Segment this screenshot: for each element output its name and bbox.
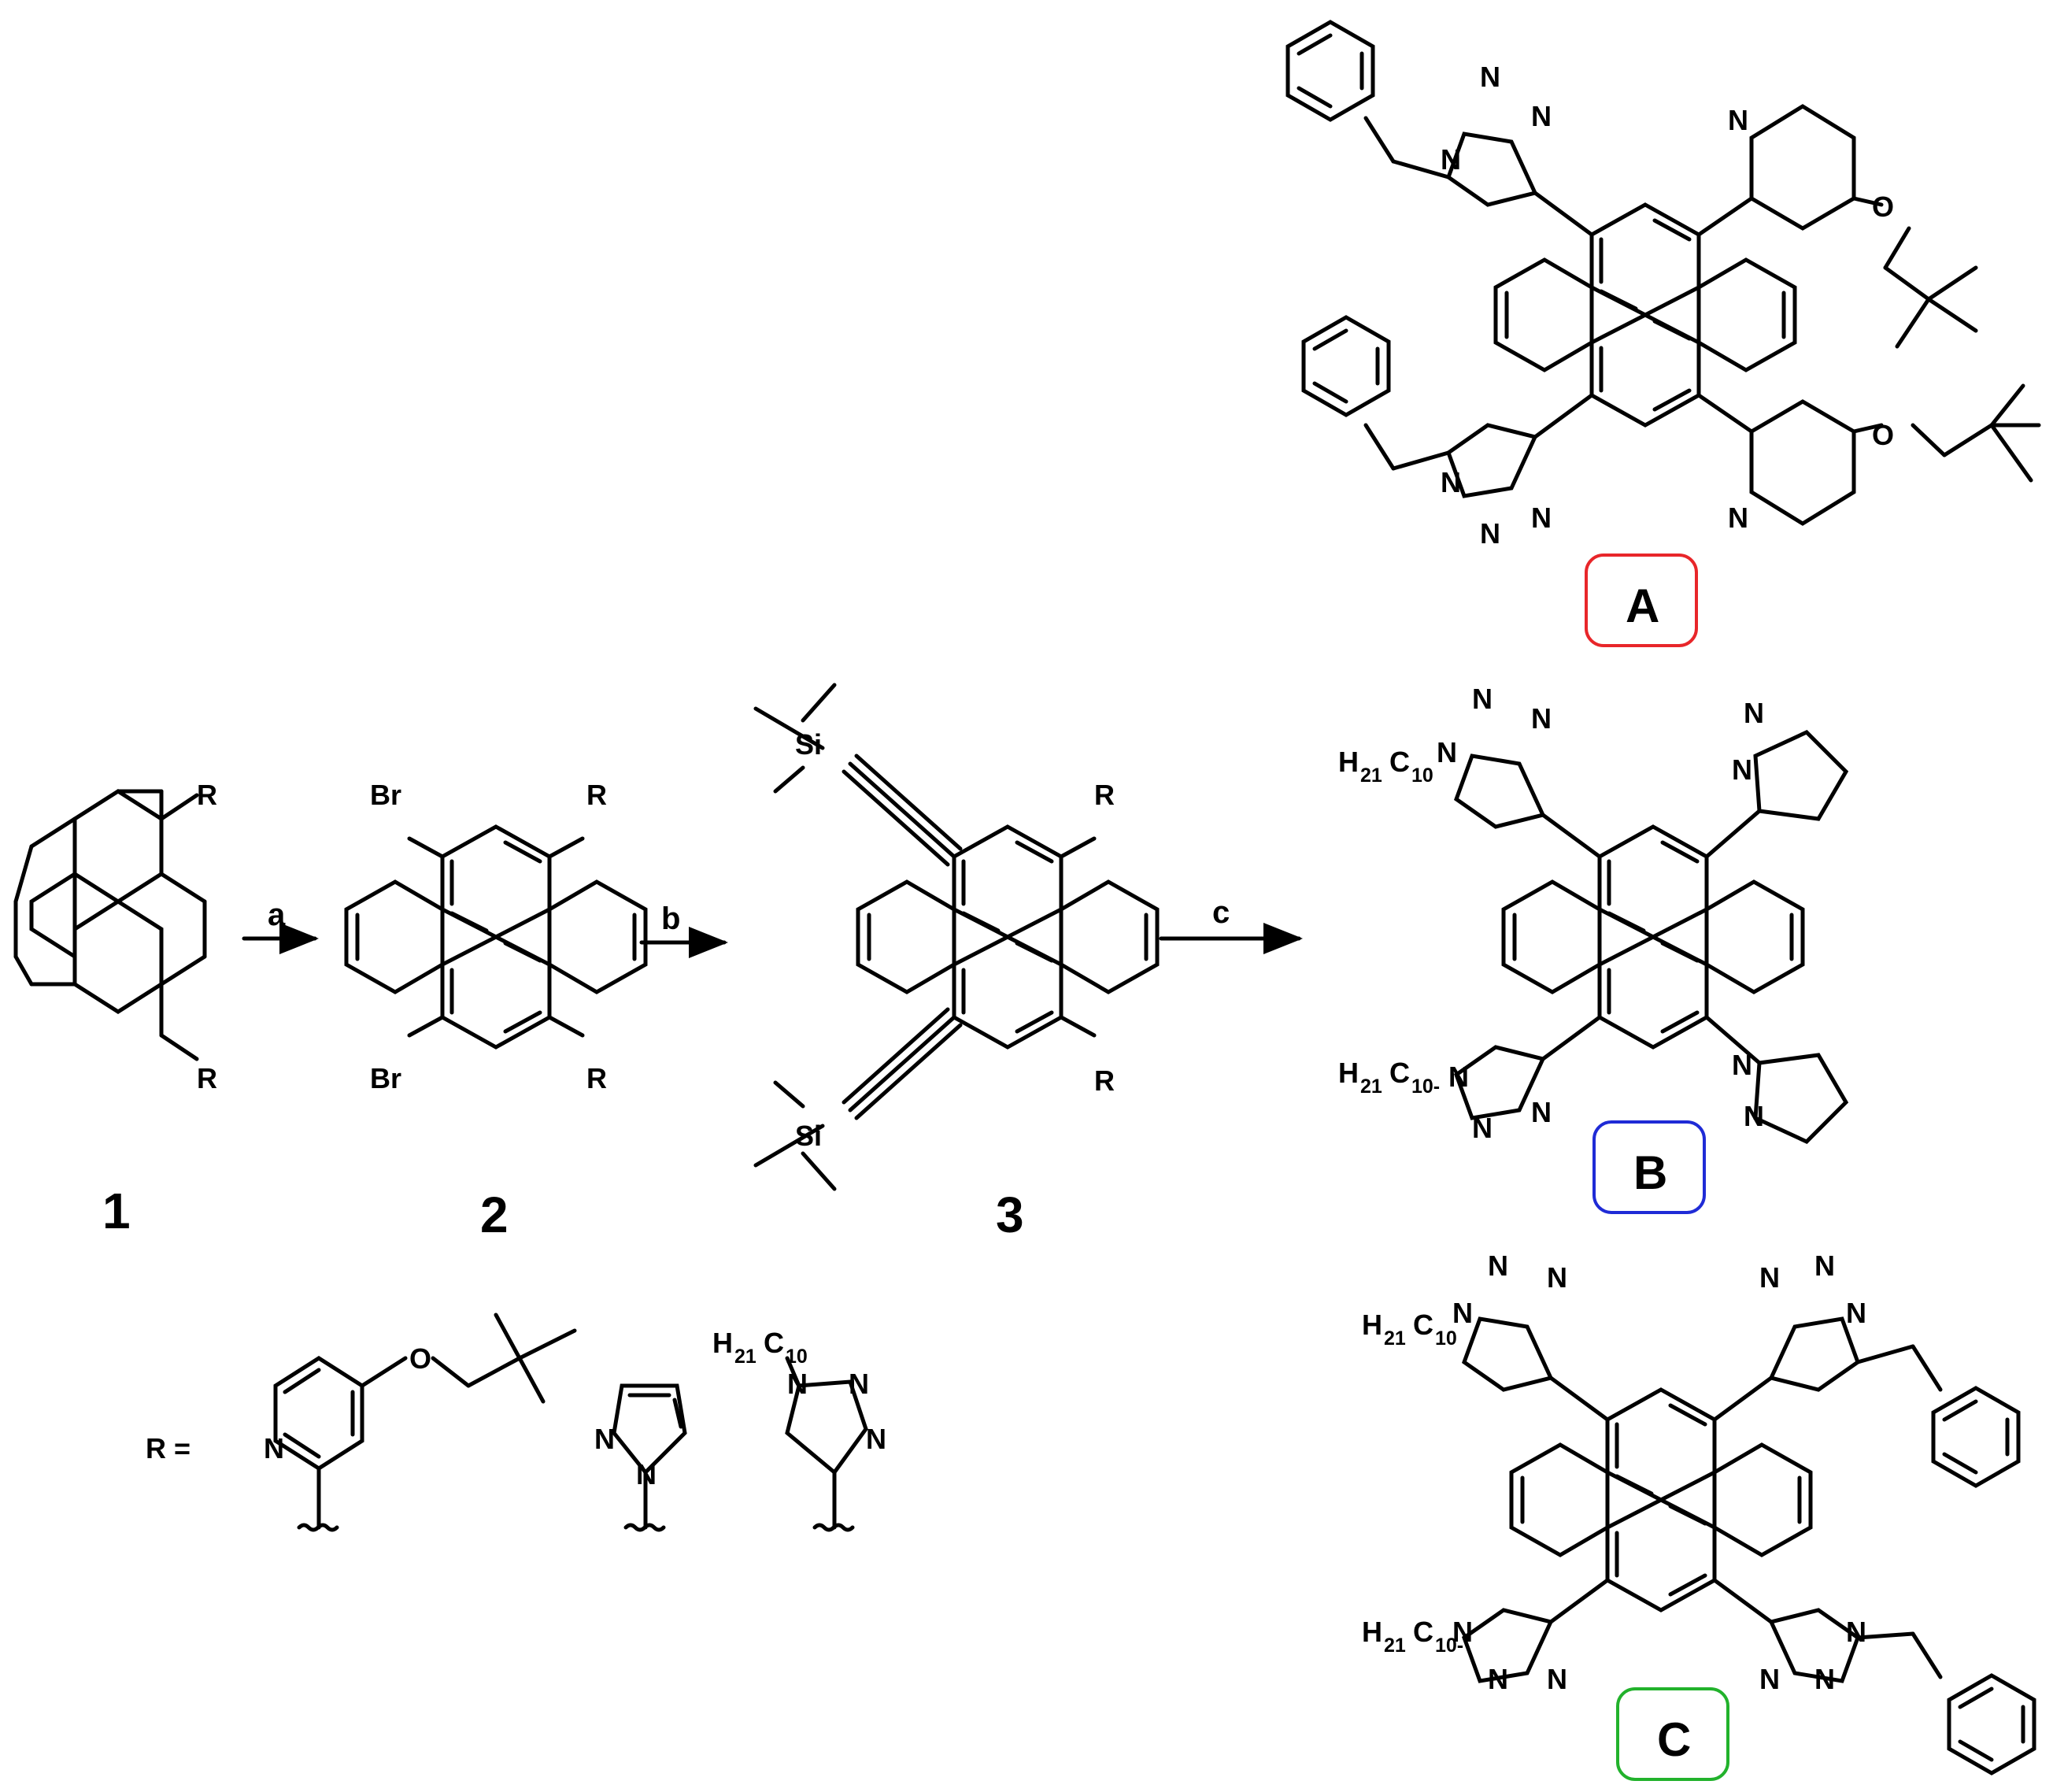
product-b-label: B xyxy=(1633,1146,1667,1199)
product-b-structure xyxy=(1453,729,1849,1145)
svg-text:C: C xyxy=(1413,1309,1433,1341)
r-group-decyl-triazolyl xyxy=(785,1356,868,1532)
bromine-label: Br xyxy=(370,1062,401,1094)
nitrogen-label: N xyxy=(1441,143,1461,176)
nitrogen-label: N xyxy=(1728,104,1748,136)
svg-text:21: 21 xyxy=(1384,1635,1406,1657)
nitrogen-label: N xyxy=(1480,517,1500,550)
nitrogen-label: N xyxy=(1846,1616,1866,1648)
product-a-box xyxy=(1585,554,1698,647)
compound-1-structure: R R xyxy=(13,779,217,1094)
nitrogen-label: N xyxy=(849,1368,869,1400)
nitrogen-label: N xyxy=(1437,736,1457,768)
r-label: R xyxy=(586,779,607,811)
oxygen-label: O xyxy=(1872,419,1894,451)
nitrogen-label: N xyxy=(1728,502,1748,534)
nitrogen-label: N xyxy=(866,1423,886,1455)
nitrogen-label: N xyxy=(1441,466,1461,498)
svg-text:C: C xyxy=(1389,1057,1410,1089)
nitrogen-label: N xyxy=(1732,753,1752,786)
nitrogen-label: N xyxy=(1472,1112,1493,1144)
nitrogen-label: N xyxy=(1814,1250,1835,1282)
nitrogen-label: N xyxy=(1452,1297,1473,1329)
svg-text:C: C xyxy=(764,1327,784,1359)
decyl-substituent-label: H 21 C 10 xyxy=(1362,1309,1457,1350)
bromine-label: Br xyxy=(370,779,401,811)
product-c-box xyxy=(1616,1687,1729,1781)
product-b-box xyxy=(1592,1120,1706,1214)
svg-text:10-: 10- xyxy=(1435,1635,1463,1657)
silicon-label: Si xyxy=(795,728,822,761)
svg-text:10-: 10- xyxy=(1411,1076,1440,1098)
nitrogen-label: N xyxy=(1531,100,1552,132)
nitrogen-label: N xyxy=(636,1458,657,1490)
step-label-a: a xyxy=(268,898,286,932)
nitrogen-label: N xyxy=(1448,1061,1469,1093)
r-label: R xyxy=(1094,779,1115,811)
nitrogen-label: N xyxy=(1759,1663,1780,1695)
nitrogen-label: N xyxy=(787,1368,808,1400)
nitrogen-label: N xyxy=(1547,1261,1567,1294)
decyl-substituent-label: H 21 C 10 xyxy=(712,1327,808,1368)
compound-2-structure xyxy=(346,827,645,1047)
product-a-structure xyxy=(1288,22,2041,526)
decyl-substituent-label: H 21 C 10 xyxy=(1338,746,1433,787)
svg-text:H: H xyxy=(1362,1309,1382,1341)
svg-text:21: 21 xyxy=(1360,1076,1382,1098)
oxygen-label: O xyxy=(409,1342,431,1375)
nitrogen-label: N xyxy=(1846,1297,1866,1329)
product-c-label: C xyxy=(1657,1713,1691,1766)
step-label-b: b xyxy=(661,902,680,936)
svg-text:H: H xyxy=(1338,1057,1359,1089)
compound-3-structure xyxy=(753,683,1157,1191)
compound-number-1: 1 xyxy=(102,1183,131,1239)
nitrogen-label: N xyxy=(1488,1250,1508,1282)
svg-text:H: H xyxy=(1362,1616,1382,1648)
svg-text:H: H xyxy=(1338,746,1359,778)
r-group-pyrazolyl xyxy=(612,1383,687,1532)
r-group-pyridyl-neopentyloxy xyxy=(273,1313,577,1532)
nitrogen-label: N xyxy=(1759,1261,1780,1294)
decyl-substituent-label: H 21 C 10- xyxy=(1362,1616,1463,1657)
oxygen-label: O xyxy=(1872,191,1894,223)
nitrogen-label: N xyxy=(1531,1096,1552,1128)
svg-text:10: 10 xyxy=(786,1346,808,1368)
nitrogen-label: N xyxy=(1814,1663,1835,1695)
product-a-label: A xyxy=(1626,579,1659,632)
svg-text:C: C xyxy=(1389,746,1410,778)
nitrogen-label: N xyxy=(594,1423,615,1455)
decyl-substituent-label: H 21 C 10- xyxy=(1338,1057,1440,1098)
svg-text:C: C xyxy=(1413,1616,1433,1648)
compound-number-3: 3 xyxy=(996,1187,1024,1243)
nitrogen-label: N xyxy=(1732,1049,1752,1081)
svg-text:21: 21 xyxy=(1360,765,1382,787)
r-label: R xyxy=(1094,1064,1115,1097)
nitrogen-label: N xyxy=(1531,702,1552,735)
svg-text:10: 10 xyxy=(1435,1327,1457,1350)
product-c-structure xyxy=(1461,1316,2034,1773)
nitrogen-label: N xyxy=(1744,697,1764,729)
r-label: R xyxy=(197,1062,217,1094)
svg-text:10: 10 xyxy=(1411,765,1433,787)
step-label-c: c xyxy=(1212,895,1230,930)
compound-number-2: 2 xyxy=(480,1187,509,1243)
nitrogen-label: N xyxy=(1744,1100,1764,1132)
nitrogen-label: N xyxy=(1480,61,1500,93)
r-definition-label: R = xyxy=(146,1432,191,1464)
silicon-label: Si xyxy=(795,1120,822,1152)
nitrogen-label: N xyxy=(1488,1663,1508,1695)
nitrogen-label: N xyxy=(1472,683,1493,715)
nitrogen-label: N xyxy=(1531,502,1552,534)
svg-text:21: 21 xyxy=(1384,1327,1406,1350)
svg-text:21: 21 xyxy=(734,1346,756,1368)
nitrogen-label: N xyxy=(264,1432,284,1464)
nitrogen-label: N xyxy=(1452,1616,1473,1648)
r-label: R xyxy=(197,779,217,811)
svg-text:H: H xyxy=(712,1327,733,1359)
r-label: R xyxy=(586,1062,607,1094)
nitrogen-label: N xyxy=(1547,1663,1567,1695)
